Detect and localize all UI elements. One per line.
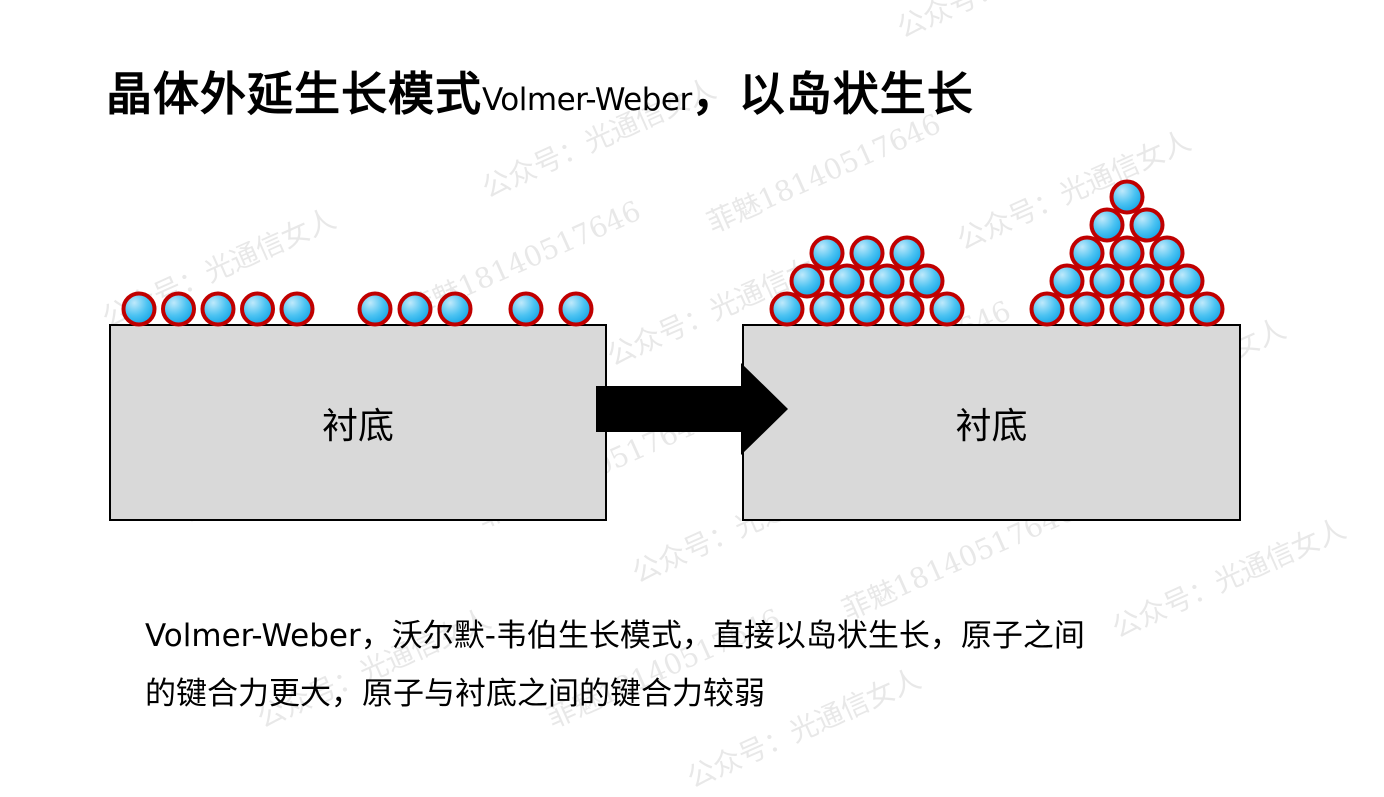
island-atom bbox=[809, 235, 845, 271]
atom bbox=[508, 291, 544, 327]
island-atom bbox=[889, 291, 925, 327]
atom bbox=[437, 291, 473, 327]
slide-title: 晶体外延生长模式Volmer-Weber，以岛状生长 bbox=[106, 58, 974, 124]
island-atom bbox=[1129, 263, 1165, 299]
atom bbox=[279, 291, 315, 327]
right-arrow-icon bbox=[596, 363, 788, 455]
title-suffix: ，以岛状生长 bbox=[691, 67, 974, 121]
island-atom bbox=[1189, 291, 1225, 327]
atom bbox=[240, 291, 275, 327]
island-atom bbox=[1169, 263, 1205, 299]
atom bbox=[200, 291, 236, 327]
atom bbox=[121, 291, 157, 327]
description-line-1: Volmer-Weber，沃尔默-韦伯生长模式，直接以岛状生长，原子之间 bbox=[145, 618, 1085, 654]
island-atom bbox=[809, 291, 845, 327]
island-atom bbox=[929, 291, 965, 327]
island-atom bbox=[789, 263, 825, 299]
atom bbox=[397, 291, 433, 327]
title-english: Volmer-Weber bbox=[482, 82, 692, 118]
substrate-left-label: 衬底 bbox=[321, 405, 394, 447]
island-atom bbox=[1109, 235, 1145, 271]
island-atom bbox=[889, 235, 925, 271]
atom bbox=[558, 291, 594, 327]
island-atom bbox=[1069, 291, 1105, 327]
island-atom bbox=[869, 263, 905, 299]
island-atom bbox=[1029, 291, 1065, 327]
island-atom bbox=[849, 235, 885, 271]
island-atom bbox=[1129, 207, 1165, 243]
island-atom bbox=[909, 263, 945, 299]
title-main: 晶体外延生长模式 bbox=[106, 67, 482, 121]
island-atom bbox=[1149, 235, 1185, 271]
island-atom bbox=[1109, 179, 1145, 215]
island-atom bbox=[1089, 207, 1125, 243]
atom bbox=[161, 291, 196, 327]
island-atom bbox=[769, 291, 805, 327]
slide: 公众号：光通信女人 菲魅18140517646 公众号：光通信女人 菲魅1814… bbox=[97, 0, 1351, 795]
island-atom bbox=[849, 291, 885, 327]
substrate-right: 衬底 bbox=[742, 324, 1241, 521]
island-atom bbox=[1089, 263, 1125, 299]
island-atom bbox=[829, 263, 865, 299]
island-atom bbox=[1049, 263, 1085, 299]
substrate-right-label: 衬底 bbox=[955, 405, 1028, 447]
island-atom bbox=[1149, 291, 1185, 327]
island-atom bbox=[1069, 235, 1105, 271]
description-line-2: 的键合力更大，原子与衬底之间的键合力较弱 bbox=[145, 676, 765, 712]
atom bbox=[357, 291, 393, 327]
diagram-layer bbox=[121, 179, 1225, 455]
island-atom bbox=[1109, 291, 1145, 327]
